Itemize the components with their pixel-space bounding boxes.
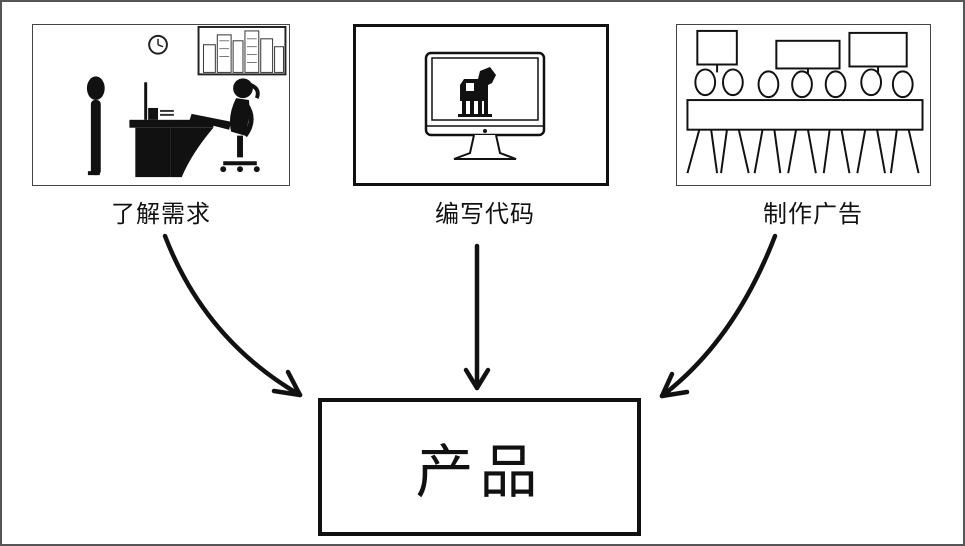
arrow-advertising-to-product	[659, 233, 778, 399]
step-label-coding: 编写代码	[435, 200, 535, 228]
protest-scene	[686, 29, 924, 174]
office-scene	[86, 25, 287, 178]
step-label-advertising: 制作广告	[763, 200, 863, 228]
product-box: 产品	[318, 398, 641, 536]
product-label: 产品	[415, 438, 544, 506]
step-label-requirements: 了解需求	[111, 200, 211, 228]
trojan-horse-monitor-illustration	[353, 24, 609, 186]
arrow-requirements-to-product	[162, 233, 303, 398]
office-worker-illustration	[32, 24, 290, 186]
trojan-horse-icon	[458, 67, 496, 117]
protesters-with-signs-illustration	[676, 24, 931, 186]
monitor-scene	[424, 51, 546, 160]
